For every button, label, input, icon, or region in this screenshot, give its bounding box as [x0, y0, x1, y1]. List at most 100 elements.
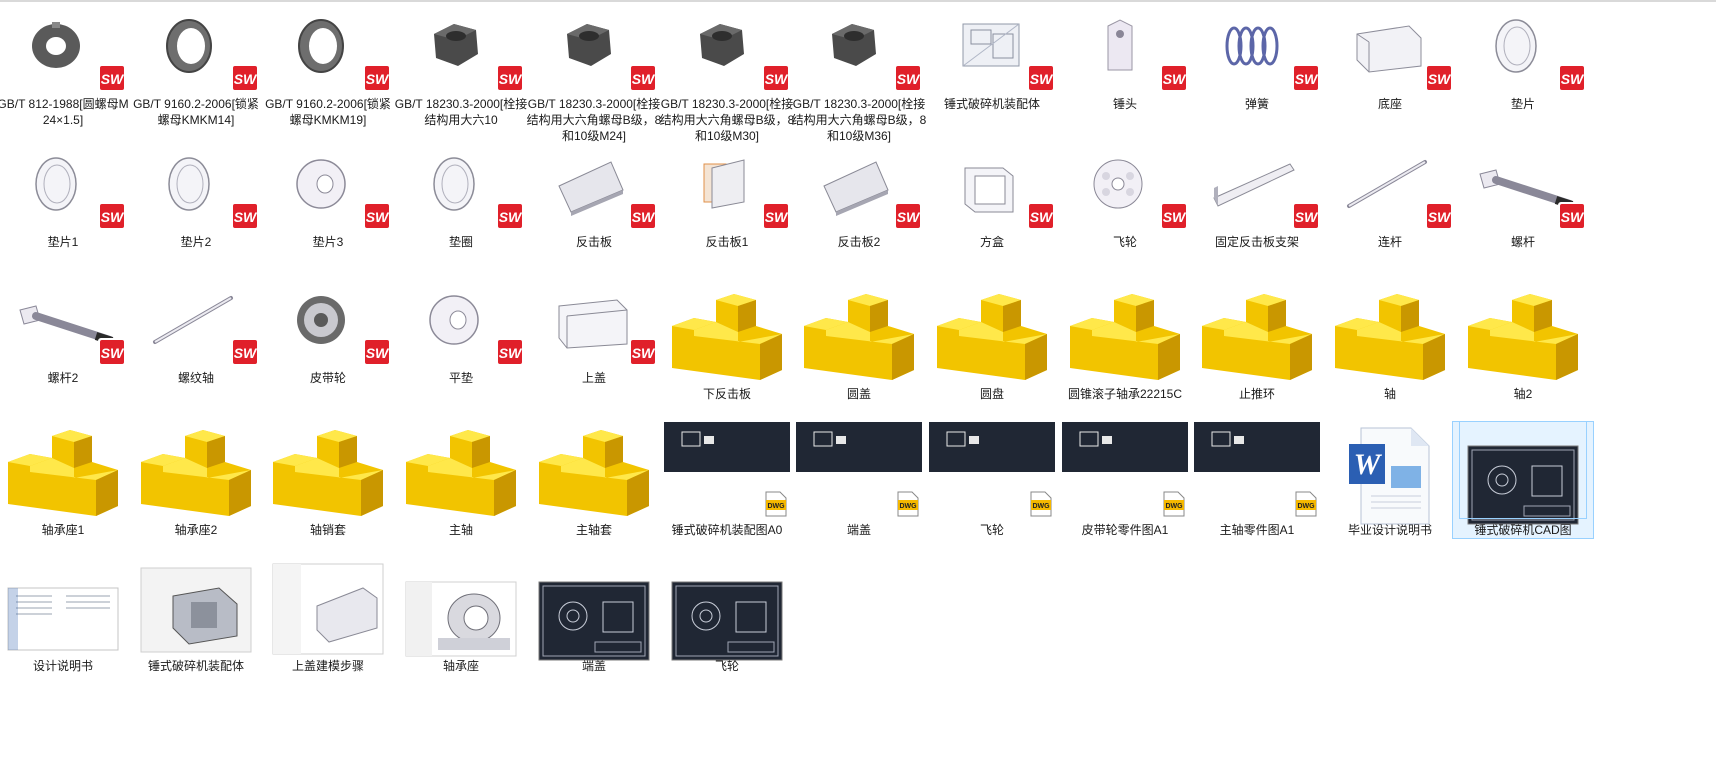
file-thumbnail[interactable]: SW	[796, 12, 922, 92]
file-thumbnail[interactable]	[398, 422, 524, 518]
file-thumbnail[interactable]: SW	[0, 286, 126, 366]
file-thumbnail[interactable]	[1459, 421, 1587, 525]
file-item[interactable]: 下反击板	[657, 286, 797, 402]
file-thumbnail[interactable]	[531, 558, 657, 661]
file-thumbnail[interactable]	[265, 558, 391, 655]
file-thumbnail[interactable]: SW	[1460, 150, 1586, 230]
file-thumbnail[interactable]: SW	[796, 150, 922, 230]
file-item[interactable]: 锤式破碎机CAD图	[1452, 421, 1594, 539]
file-thumbnail[interactable]: SW	[929, 12, 1055, 92]
file-thumbnail[interactable]: SW	[265, 150, 391, 230]
file-item[interactable]: 主轴套	[524, 422, 664, 538]
file-thumbnail[interactable]	[398, 558, 524, 657]
file-item[interactable]: 轴销套	[258, 422, 398, 538]
file-item[interactable]: 设计说明书	[0, 558, 133, 674]
file-thumbnail[interactable]	[0, 422, 126, 518]
file-thumbnail[interactable]: SW	[398, 12, 524, 92]
file-item[interactable]: 轴	[1320, 286, 1460, 402]
file-thumbnail[interactable]	[531, 422, 657, 518]
file-thumbnail[interactable]: SW	[133, 286, 259, 366]
file-thumbnail[interactable]: SW	[1062, 150, 1188, 230]
file-thumbnail[interactable]	[265, 422, 391, 518]
file-thumbnail[interactable]: DWG	[796, 422, 922, 518]
file-item[interactable]: 圆盖	[789, 286, 929, 402]
file-thumbnail[interactable]	[0, 558, 126, 654]
file-thumbnail[interactable]	[1194, 286, 1320, 382]
file-thumbnail[interactable]	[664, 558, 790, 661]
file-item[interactable]: 轴承座2	[126, 422, 266, 538]
file-thumbnail[interactable]: SW	[1194, 150, 1320, 230]
file-thumbnail[interactable]: SW	[1062, 12, 1188, 92]
file-item[interactable]: 轴承座	[391, 558, 531, 674]
file-thumbnail[interactable]	[796, 286, 922, 382]
file-thumbnail[interactable]: SW	[0, 150, 126, 230]
file-thumbnail[interactable]: SW	[265, 12, 391, 92]
file-thumbnail[interactable]: SW	[929, 150, 1055, 230]
file-thumbnail[interactable]	[1062, 286, 1188, 382]
file-thumbnail[interactable]: SW	[0, 12, 126, 92]
file-thumbnail[interactable]	[1327, 286, 1453, 382]
file-thumbnail[interactable]	[133, 422, 259, 518]
file-thumbnail[interactable]: SW	[1460, 12, 1586, 92]
file-thumbnail[interactable]	[929, 286, 1055, 382]
file-thumbnail[interactable]	[664, 286, 790, 382]
file-thumbnail[interactable]: DWG	[929, 422, 1055, 518]
file-thumbnail[interactable]: SW	[398, 286, 524, 366]
file-thumbnail[interactable]: SW	[133, 12, 259, 92]
file-thumbnail[interactable]: SW	[398, 150, 524, 230]
file-thumbnail[interactable]: SW	[664, 150, 790, 230]
file-item[interactable]: 轴承座1	[0, 422, 133, 538]
file-thumbnail[interactable]	[133, 558, 259, 654]
file-item[interactable]: 上盖建模步骤	[258, 558, 398, 674]
file-thumbnail[interactable]: DWG	[1194, 422, 1320, 518]
file-thumbnail[interactable]: SW	[531, 12, 657, 92]
file-thumbnail[interactable]: SW	[531, 150, 657, 230]
file-thumbnail[interactable]: DWG	[664, 422, 790, 518]
file-item[interactable]: 圆锥滚子轴承22215C	[1055, 286, 1195, 402]
file-thumbnail[interactable]: SW	[1327, 12, 1453, 92]
file-thumbnail[interactable]: SW	[1327, 150, 1453, 230]
file-thumbnail[interactable]: SW	[265, 286, 391, 366]
file-item[interactable]: 圆盘	[922, 286, 1062, 402]
file-item[interactable]: 轴2	[1453, 286, 1593, 402]
file-thumbnail[interactable]: W	[1327, 422, 1453, 525]
file-item[interactable]: 锤式破碎机装配体	[126, 558, 266, 674]
file-item[interactable]: 飞轮	[657, 558, 797, 674]
file-thumbnail[interactable]	[1460, 286, 1586, 382]
file-item[interactable]: 端盖	[524, 558, 664, 674]
file-thumbnail[interactable]: SW	[1194, 12, 1320, 92]
file-thumbnail[interactable]: DWG	[1062, 422, 1188, 518]
